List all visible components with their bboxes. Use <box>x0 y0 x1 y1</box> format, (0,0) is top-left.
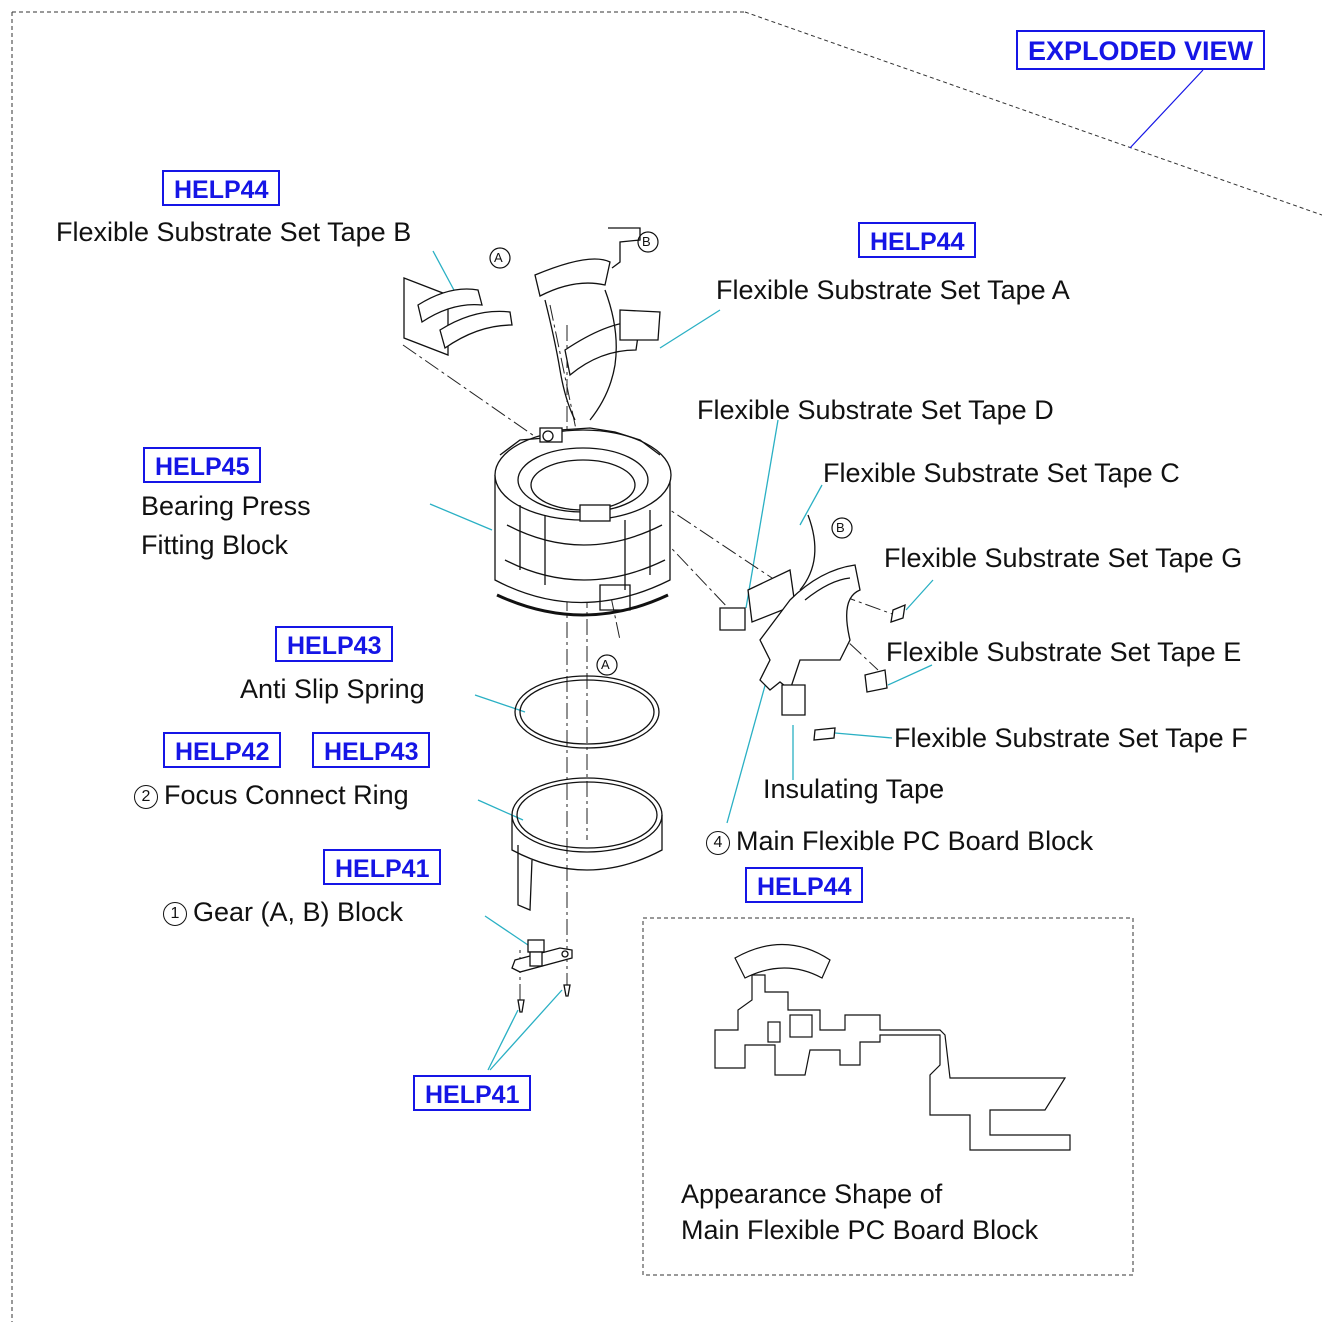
focus-ring-number: 2 <box>134 785 158 809</box>
main-flexible-board-part <box>719 514 906 741</box>
appearance-label-line1: Appearance Shape of <box>681 1179 943 1209</box>
help42-link[interactable]: HELP42 <box>163 732 282 768</box>
tape-b-part <box>403 277 513 356</box>
marker-a-top: A <box>494 250 503 265</box>
help43-ring-link[interactable]: HELP43 <box>312 732 431 768</box>
tape-a-label: Flexible Substrate Set Tape A <box>716 275 1070 305</box>
appearance-box <box>642 917 1134 1276</box>
marker-b-right: B <box>836 520 845 535</box>
marker-a-bottom: A <box>601 657 610 672</box>
bearing-label-line1: Bearing Press <box>141 491 311 521</box>
tape-a-part <box>534 227 661 421</box>
anti-slip-spring-label: Anti Slip Spring <box>240 674 425 704</box>
gear-block-part <box>511 939 573 1013</box>
tape-g-label: Flexible Substrate Set Tape G <box>884 543 1243 573</box>
help41-screws-link[interactable]: HELP41 <box>413 1075 532 1111</box>
help41-gear-link[interactable]: HELP41 <box>323 849 442 885</box>
appearance-board-outline <box>714 943 1071 1151</box>
gear-block-number: 1 <box>163 902 187 926</box>
appearance-label-line2: Main Flexible PC Board Block <box>681 1215 1039 1245</box>
page-border <box>11 11 1322 1322</box>
leader-lines <box>429 250 934 1071</box>
insulating-tape-label: Insulating Tape <box>763 774 945 804</box>
exploded-view-leader <box>1129 69 1204 149</box>
gear-block-text: Gear (A, B) Block <box>193 897 404 927</box>
tape-d-label: Flexible Substrate Set Tape D <box>697 395 1054 425</box>
tape-b-label: Flexible Substrate Set Tape B <box>56 217 412 247</box>
help44-tape-b-link[interactable]: HELP44 <box>162 170 281 206</box>
focus-connect-ring <box>511 777 663 911</box>
help45-link[interactable]: HELP45 <box>143 447 262 483</box>
connection-markers <box>489 231 853 676</box>
exploded-view-button[interactable]: EXPLODED VIEW <box>1016 30 1266 70</box>
help44-tape-a-link[interactable]: HELP44 <box>858 222 977 258</box>
help44-board-link[interactable]: HELP44 <box>745 867 864 903</box>
tape-f-label: Flexible Substrate Set Tape F <box>894 723 1248 753</box>
help43-spring-link[interactable]: HELP43 <box>275 626 394 662</box>
bearing-label-line2: Fitting Block <box>141 530 289 560</box>
tape-e-label: Flexible Substrate Set Tape E <box>886 637 1242 667</box>
bearing-press-fitting-block <box>494 427 672 617</box>
main-board-number: 4 <box>706 831 730 855</box>
anti-slip-spring <box>514 675 660 749</box>
focus-ring-text: Focus Connect Ring <box>164 780 409 810</box>
tape-c-label: Flexible Substrate Set Tape C <box>823 458 1180 488</box>
main-board-text: Main Flexible PC Board Block <box>736 826 1094 856</box>
marker-b-top: B <box>642 234 651 249</box>
